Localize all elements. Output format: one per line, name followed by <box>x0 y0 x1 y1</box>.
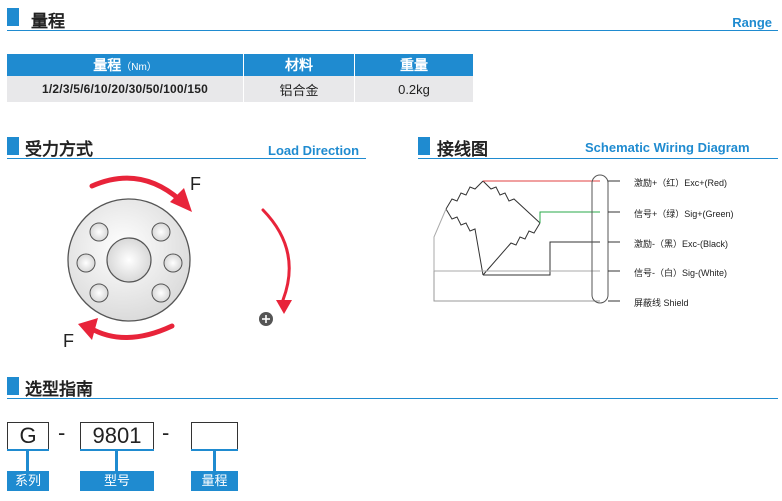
cell-material: 铝合金 <box>243 76 355 102</box>
wiring-section-title: 接线图 <box>437 140 488 159</box>
range-section-title: 量程 <box>31 12 65 31</box>
force-label-top: F <box>190 174 201 194</box>
spec-table-header: 量程（Nm） 材料 重量 <box>7 54 473 76</box>
section-marker <box>7 8 19 26</box>
section-divider <box>7 158 366 159</box>
model-tag-series: 系列 <box>7 471 49 491</box>
model-underline <box>7 449 49 451</box>
model-tag-range: 量程 <box>191 471 238 491</box>
header-material: 材料 <box>243 54 355 76</box>
arrowhead-bottom <box>78 318 98 340</box>
load-section-title: 受力方式 <box>25 140 93 159</box>
header-weight: 重量 <box>354 54 473 76</box>
wire-label-green: 信号+（绿）Sig+(Green) <box>634 209 734 219</box>
bolt-hole <box>89 222 109 242</box>
model-underline <box>191 449 238 451</box>
model-underline <box>80 449 154 451</box>
cell-weight: 0.2kg <box>354 76 473 102</box>
torque-arrow-bottom <box>87 323 175 340</box>
resistor <box>482 222 541 276</box>
section-marker <box>7 137 19 155</box>
wire-label-shield: 屏蔽线 Shield <box>634 298 689 308</box>
bolt-hole <box>76 253 96 273</box>
bolt-hole <box>89 283 109 303</box>
wire-label-black: 激励-（黑）Exc-(Black) <box>634 239 728 249</box>
model-separator: - <box>58 420 66 445</box>
flange-center-hole <box>106 237 152 283</box>
section-divider <box>7 30 778 31</box>
section-marker <box>7 377 19 395</box>
model-section-title: 选型指南 <box>25 380 93 399</box>
wiring-section-title-en: Schematic Wiring Diagram <box>585 140 750 155</box>
resistor <box>445 180 484 210</box>
cell-ranges: 1/2/3/5/6/10/20/30/50/100/150 <box>7 76 244 102</box>
bolt-hole <box>163 253 183 273</box>
model-pin <box>26 451 29 471</box>
model-pin <box>213 451 216 471</box>
wire-black <box>483 241 600 276</box>
section-marker <box>418 137 430 155</box>
load-direction-diagram <box>67 175 292 340</box>
bolt-hole <box>151 283 171 303</box>
torque-arrow-top <box>89 175 183 203</box>
cable-bundle <box>591 174 609 304</box>
bolt-hole <box>151 222 171 242</box>
model-pin <box>115 451 118 471</box>
spec-table: 量程（Nm） 材料 重量 1/2/3/5/6/10/20/30/50/100/1… <box>7 54 473 102</box>
wire-label-white: 信号-（白）Sig-(White) <box>634 268 728 278</box>
model-box-type: 9801 <box>80 422 154 450</box>
arrowhead-side <box>276 300 292 314</box>
arrowhead-top <box>170 188 192 212</box>
wire-label-red: 激励+（红）Exc+(Red) <box>634 178 728 188</box>
header-range-unit: （Nm） <box>121 62 157 73</box>
force-label-bottom: F <box>63 331 74 351</box>
wiring-diagram <box>433 174 620 304</box>
header-range: 量程（Nm） <box>7 54 244 76</box>
table-row: 1/2/3/5/6/10/20/30/50/100/150 铝合金 0.2kg <box>7 76 473 102</box>
model-box-range <box>191 422 238 450</box>
wire-shield <box>433 271 600 302</box>
wire-white <box>433 208 600 272</box>
resistor <box>445 208 484 276</box>
model-box-series: G <box>7 422 49 450</box>
model-separator: - <box>162 420 170 445</box>
range-section-title-en: Range <box>732 15 772 30</box>
section-divider <box>418 158 778 159</box>
model-tag-type: 型号 <box>80 471 154 491</box>
load-section-title-en: Load Direction <box>268 143 360 158</box>
section-divider <box>7 398 778 399</box>
torque-arrow-side <box>261 208 291 302</box>
wire-green <box>539 211 600 223</box>
resistor <box>482 180 541 224</box>
